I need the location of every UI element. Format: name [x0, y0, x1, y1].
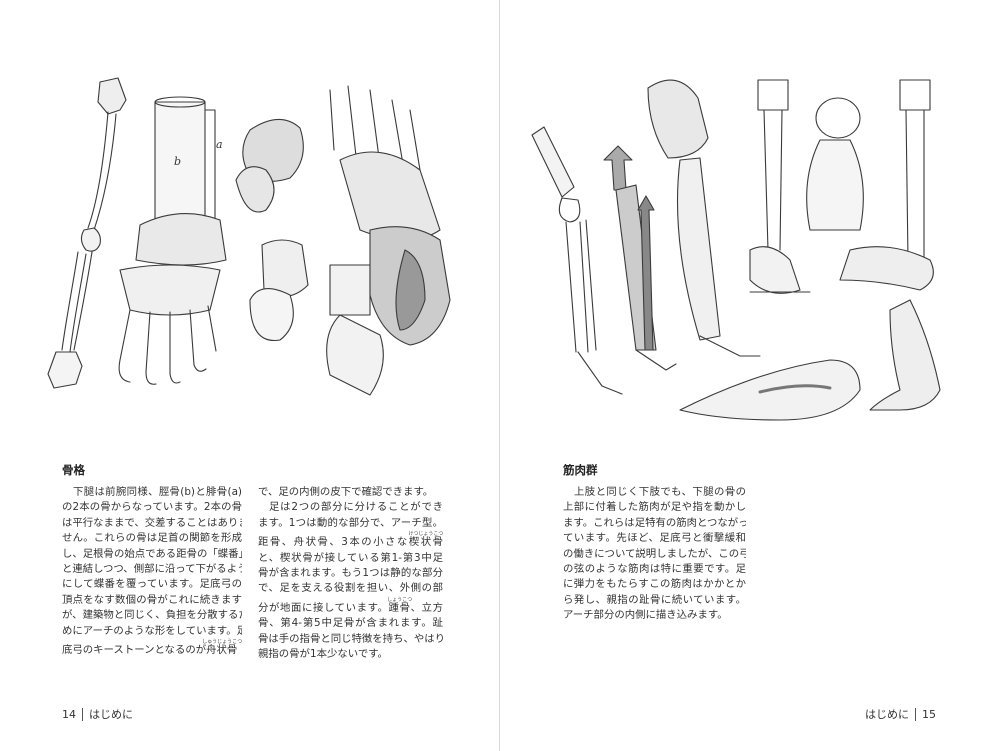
leg-with-arrows-drawing: [603, 145, 677, 371]
front-foot-skeleton-drawing: [118, 96, 384, 396]
leg-side-view-drawing: [839, 79, 934, 291]
text-line: ます。これらは足特有の筋肉とつながっ: [563, 516, 746, 529]
text-line: 距骨、舟状骨、3本の小さな楔状骨: [258, 536, 443, 549]
text-column-3: 上肢と同じく下肢でも、下腿の骨の上部に付着した筋肉が足や指を動かします。これらは…: [563, 485, 746, 624]
foot-arch-skeleton-drawing: [679, 359, 861, 421]
page-number: 14: [62, 707, 76, 721]
leg-skeleton-drawing: [47, 77, 127, 389]
text-line: ます。1つは動的な部分で、アーチ型。: [258, 516, 443, 529]
skeleton-illustrations: b a: [47, 77, 451, 396]
text-line: 上肢と同じく下肢でも、下腿の骨の: [574, 486, 746, 498]
section-heading-skeleton: 骨格: [62, 463, 85, 477]
text-line: 骨は手の指骨と同じ特徴を持ち、やはり: [258, 632, 443, 645]
text-line: の働きについて説明しましたが、この弓: [563, 547, 746, 560]
text-line: にして蝶番を覆っています。足底弓の: [62, 578, 242, 591]
section-heading-muscles: 筋肉群: [563, 463, 598, 477]
text-line: と連結しつつ、側部に沿って下がるよう: [62, 562, 242, 575]
text-line: 足は2つの部分に分けることができ: [269, 501, 443, 514]
section-name: はじめに: [865, 708, 909, 721]
right-page: 筋肉群 上肢と同じく下肢でも、下腿の骨の上部に付着した筋肉が足や指を動かします。…: [500, 0, 999, 751]
text-line: 下腿は前腕同様、脛骨(b)と腓骨(a): [73, 486, 242, 498]
text-line: の弦のような筋肉は特に重要です。足: [563, 562, 746, 575]
section-name: はじめに: [89, 708, 133, 721]
text-line: 骨が含まれます。もう1つは静的な部分: [258, 566, 443, 579]
label-a: a: [216, 138, 223, 151]
text-line: 親指の骨が1本少ないです。: [258, 647, 388, 660]
label-b: b: [174, 155, 181, 168]
footer-divider: [915, 707, 916, 721]
text-line: めにアーチのような形をしています。足: [62, 624, 242, 637]
text-line: 上部に付着した筋肉が足や指を動かし: [563, 501, 746, 514]
text-line: で、足の内側の皮下で確認できます。: [258, 486, 434, 498]
ruby-reading: しゅうじょうこつ: [202, 638, 243, 645]
page-footer-right: はじめに 15: [865, 706, 936, 722]
left-page: b a 骨格 下腿は前腕同様、脛骨(b)と腓骨(a) の2本の骨からなっています。…: [0, 0, 499, 751]
text-line: で、足を支える役割を担い、外側の部: [258, 582, 443, 595]
text-line: ています。先ほど、足底弓と衝撃緩和: [563, 532, 746, 545]
foot-top-view-drawing: [806, 97, 864, 231]
text-line: 骨、第4-第5中足骨が含まれます。趾: [258, 617, 443, 630]
leg-and-foot-skeleton-drawing: [749, 79, 811, 294]
foot-sole-skeleton-drawing: [329, 85, 451, 346]
text-line: が、建築物と同じく、負担を分散するた: [62, 609, 242, 622]
page-number: 15: [922, 707, 936, 721]
page-footer-left: 14 はじめに: [62, 706, 133, 722]
text-line: 分が地面に接しています。踵骨、立方: [258, 601, 443, 614]
text-line: の2本の骨からなっています。2本の骨: [62, 501, 242, 514]
foot-muscle-side-drawing: [869, 299, 941, 411]
text-line: アーチ部分の内側に描き込みます。: [563, 609, 728, 622]
text-line: 頂点をなす数個の骨がこれに続きます: [62, 593, 242, 606]
text-column-2: で、足の内側の皮下で確認できます。足は2つの部分に分けることができます。1つは動…: [258, 485, 443, 662]
text-line: と、楔状骨が接している第1-第3中足: [258, 551, 443, 564]
text-line: せん。これらの骨は足首の関節を形成: [62, 532, 242, 545]
leg-muscles-drawing: [647, 79, 761, 357]
text-line: ら発し、親指の趾骨に続いています。: [563, 593, 746, 606]
page-gutter: [499, 0, 500, 751]
text-column-1: 下腿は前腕同様、脛骨(b)と腓骨(a) の2本の骨からなっています。2本の骨は平行…: [62, 485, 242, 658]
ruby-reading: しょうこつ: [387, 596, 413, 603]
text-line: し、足根骨の始点である距骨の「蝶番」: [62, 547, 242, 560]
footer-divider: [82, 707, 83, 721]
ruby-reading: けつじょうこつ: [408, 531, 444, 538]
text-line: は平行なままで、交差することはありま: [62, 516, 242, 529]
muscle-illustrations: [531, 79, 941, 421]
text-line: に弾力をもたらすこの筋肉はかかとか: [563, 578, 746, 591]
text-line: 底弓のキーストーンとなるのが舟状骨: [62, 643, 238, 656]
lower-leg-bones-drawing: [531, 126, 623, 395]
